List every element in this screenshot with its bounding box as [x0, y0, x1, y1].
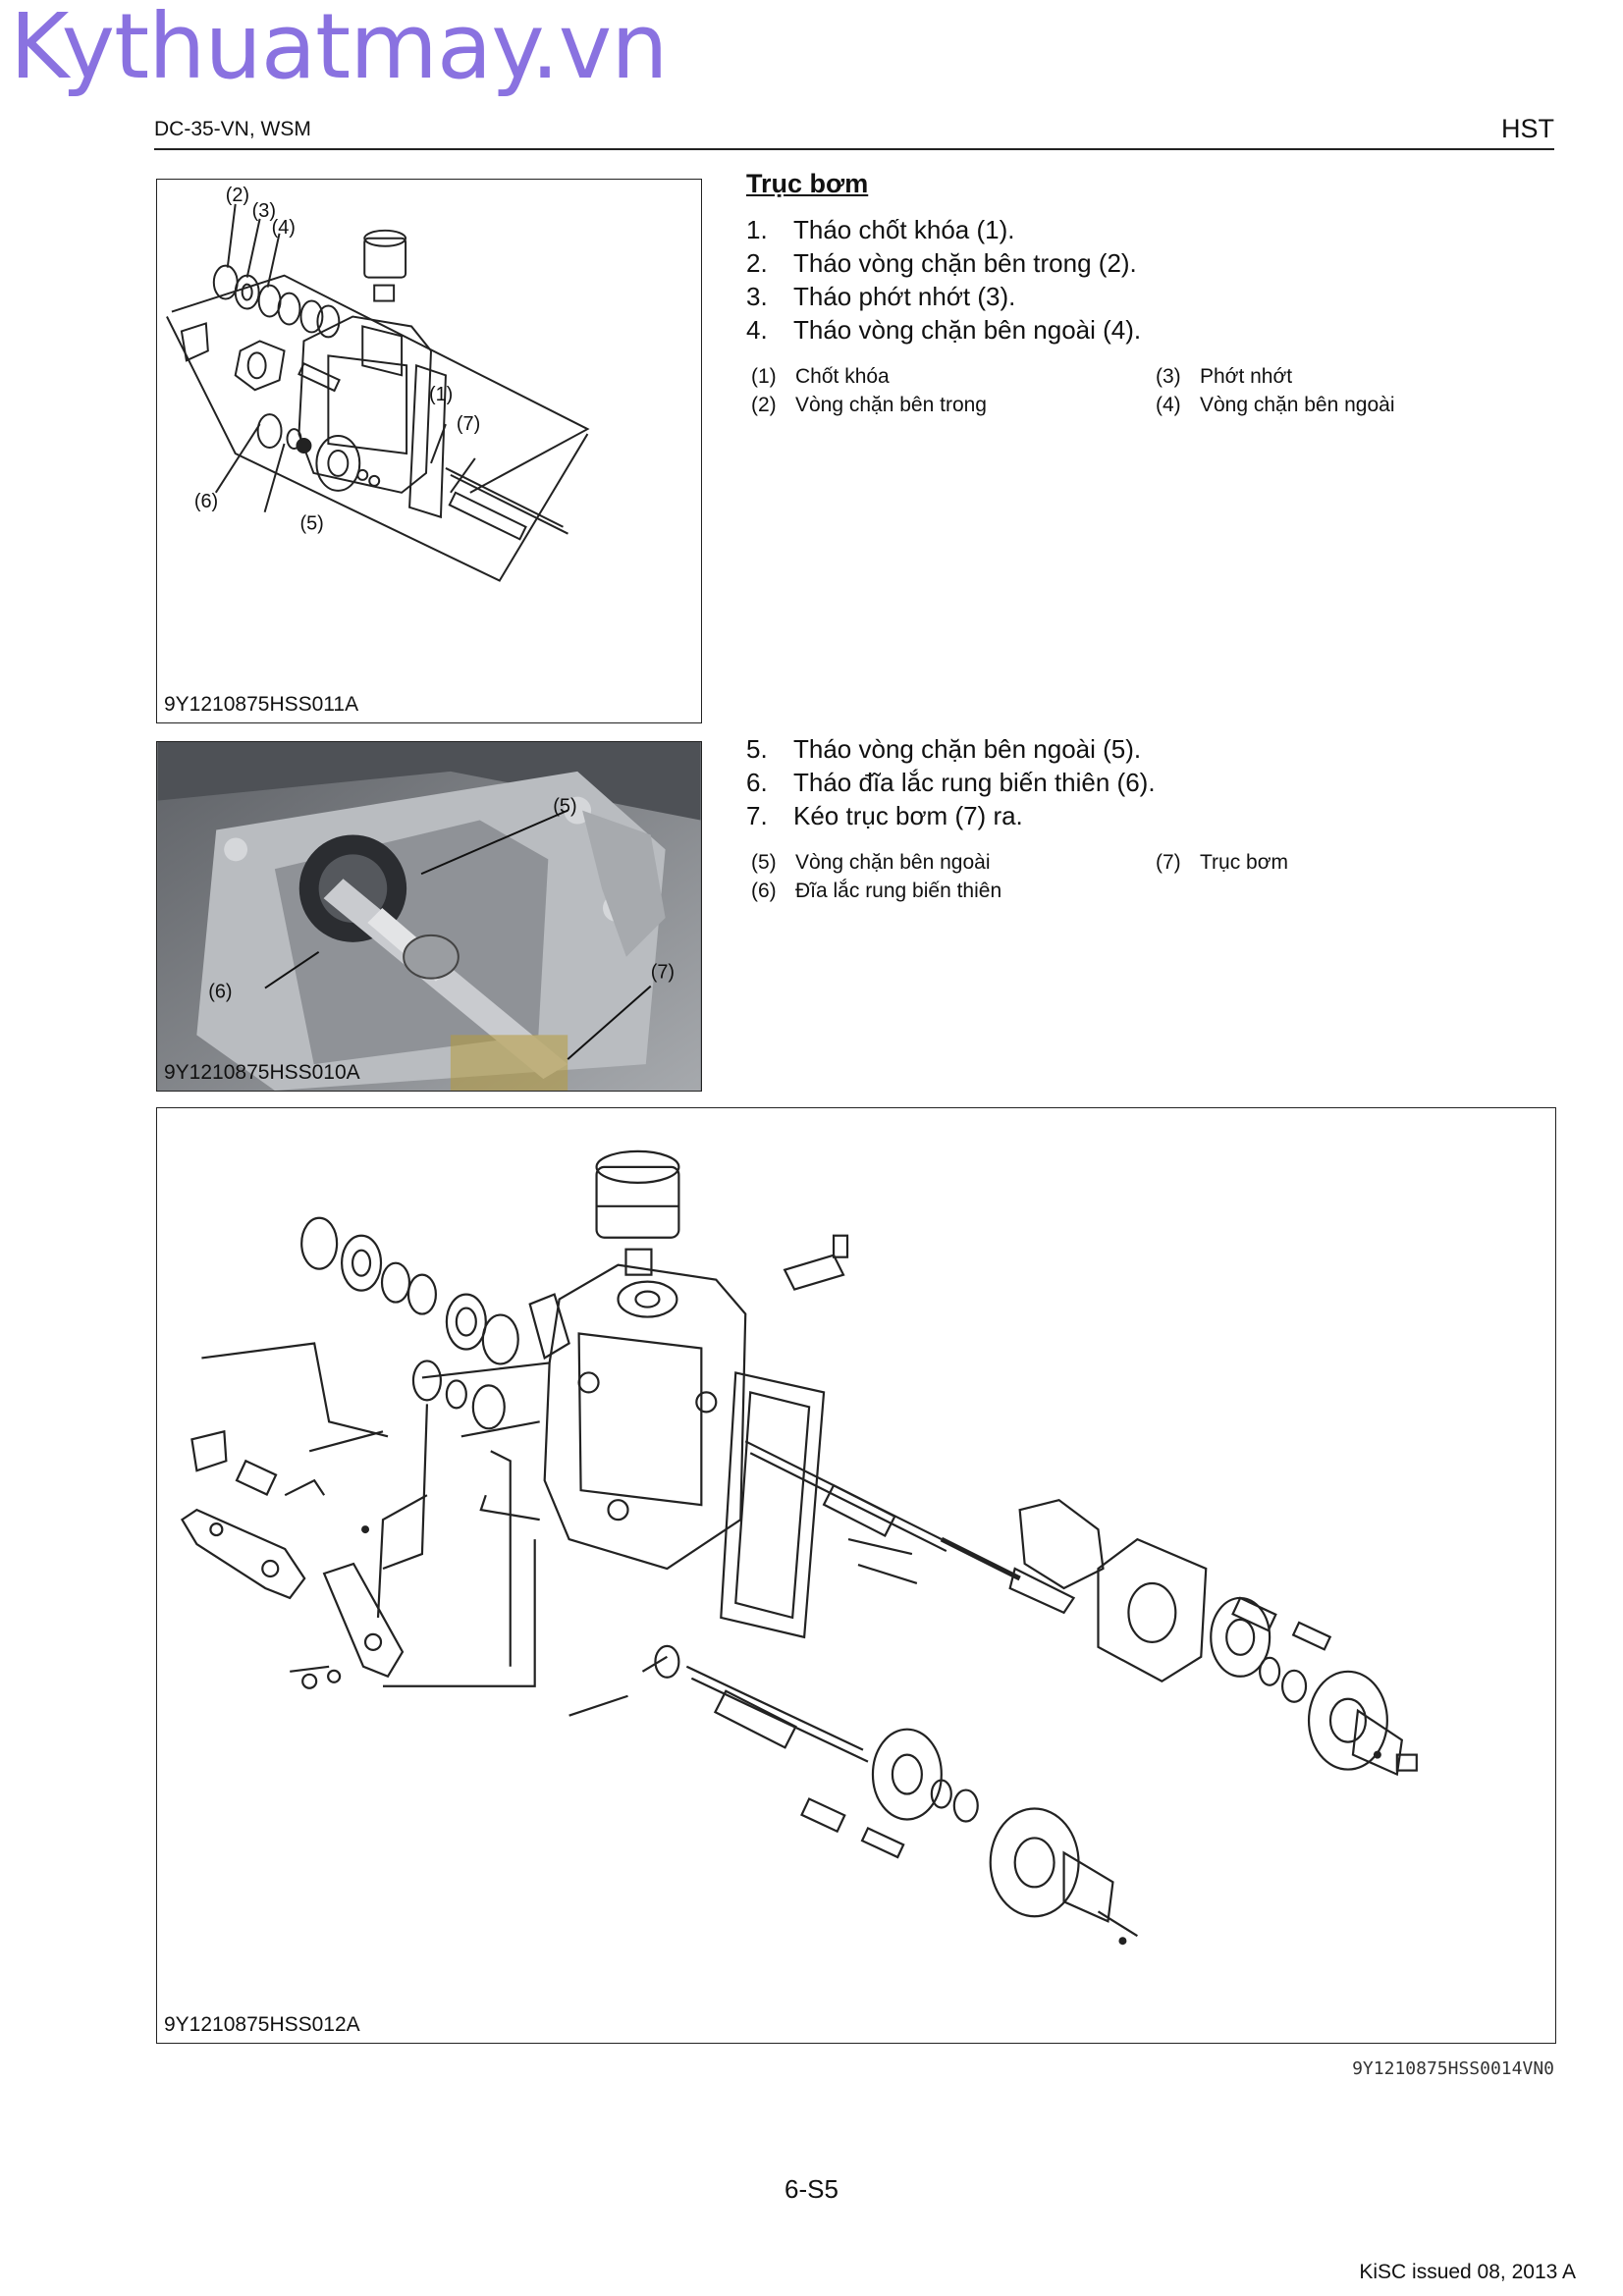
legend-a-left: (1) Chốt khóa (2) Vòng chặn bên trong [751, 362, 987, 419]
callout-7: (7) [651, 962, 675, 984]
figure-2-photo-render: (5) (6) (7) [157, 742, 701, 1091]
step-item: 7. Kéo trục bơm (7) ra. [746, 799, 1156, 832]
step-item: 4. Tháo vòng chặn bên ngoài (4). [746, 313, 1141, 347]
figure-3-exploded-view: 9Y1210875HSS012A [156, 1107, 1556, 2044]
step-item: 3. Tháo phớt nhớt (3). [746, 280, 1141, 313]
step-text: Tháo phớt nhớt (3). [793, 282, 1016, 311]
step-text: Tháo vòng chặn bên ngoài (5). [793, 734, 1142, 764]
callout-1: (1) [429, 384, 453, 405]
legend-item: (1) Chốt khóa [751, 362, 987, 391]
figure-3-drawing [180, 1149, 1418, 1946]
step-item: 2. Tháo vòng chặn bên trong (2). [746, 246, 1141, 280]
legend-item: (2) Vòng chặn bên trong [751, 391, 987, 419]
watermark-logo: Kythuatmay.vn [10, 0, 669, 99]
callout-5: (5) [299, 513, 323, 535]
step-number: 2. [746, 248, 768, 278]
legend-b-right: (7) Trục bơm [1156, 848, 1288, 877]
reference-code: 9Y1210875HSS0014VN0 [1352, 2058, 1554, 2079]
step-item: 5. Tháo vòng chặn bên ngoài (5). [746, 732, 1156, 766]
callout-7: (7) [457, 413, 480, 435]
callout-4: (4) [272, 217, 296, 239]
legend-key: (1) [751, 365, 777, 388]
section-title: Trục bơm [746, 169, 869, 198]
step-item: 6. Tháo đĩa lắc rung biến thiên (6). [746, 766, 1156, 799]
legend-item: (3) Phớt nhớt [1156, 362, 1395, 391]
legend-item: (4) Vòng chặn bên ngoài [1156, 391, 1395, 419]
legend-label: Trục bơm [1200, 851, 1288, 874]
callout-2: (2) [226, 185, 249, 206]
step-number: 7. [746, 801, 768, 830]
legend-key: (5) [751, 851, 777, 874]
figure-1-drawing: (2) (3) (4) (1) (7) (6) (5) [166, 185, 590, 582]
legend-b-left: (5) Vòng chặn bên ngoài (6) Đĩa lắc rung b… [751, 848, 1001, 905]
step-text: Tháo đĩa lắc rung biến thiên (6). [793, 768, 1156, 797]
legend-a-right: (3) Phớt nhớt (4) Vòng chặn bên ngoài [1156, 362, 1395, 419]
step-list-a: 1. Tháo chốt khóa (1). 2. Tháo vòng chặn b… [746, 213, 1141, 347]
legend-item: (7) Trục bơm [1156, 848, 1288, 877]
legend-label: Vòng chặn bên ngoài [795, 851, 991, 874]
header-rule [154, 148, 1554, 150]
legend-label: Đĩa lắc rung biến thiên [795, 880, 1002, 902]
step-item: 1. Tháo chốt khóa (1). [746, 213, 1141, 246]
figure-code: 9Y1210875HSS012A [164, 2013, 360, 2036]
step-text: Kéo trục bơm (7) ra. [793, 801, 1023, 830]
figure-2-photo: (5) (6) (7) 9Y1210875HSS010A [156, 741, 702, 1092]
legend-label: Chốt khóa [795, 365, 890, 388]
step-number: 4. [746, 315, 768, 345]
step-number: 6. [746, 768, 768, 797]
legend-item: (5) Vòng chặn bên ngoài [751, 848, 1001, 877]
legend-key: (7) [1156, 851, 1181, 874]
callout-6: (6) [194, 491, 218, 512]
legend-key: (3) [1156, 365, 1181, 388]
figure-code: 9Y1210875HSS011A [164, 693, 359, 716]
step-number: 5. [746, 734, 768, 764]
figure-1-exploded-view: (2) (3) (4) (1) (7) (6) (5) 9Y1210875HSS… [156, 179, 702, 723]
page-number: 6-S5 [784, 2174, 839, 2204]
step-number: 3. [746, 282, 768, 311]
issue-note: KiSC issued 08, 2013 A [1359, 2261, 1576, 2283]
step-text: Tháo chốt khóa (1). [793, 215, 1015, 244]
step-number: 1. [746, 215, 768, 244]
legend-label: Phớt nhớt [1200, 365, 1293, 388]
step-list-b: 5. Tháo vòng chặn bên ngoài (5). 6. Tháo đ… [746, 732, 1156, 832]
legend-item: (6) Đĩa lắc rung biến thiên [751, 877, 1001, 905]
callout-6: (6) [208, 982, 232, 1003]
legend-label: Vòng chặn bên trong [795, 394, 987, 416]
legend-key: (6) [751, 880, 777, 902]
step-text: Tháo vòng chặn bên ngoài (4). [793, 315, 1142, 345]
section-heading: HST [1501, 114, 1554, 143]
step-text: Tháo vòng chặn bên trong (2). [793, 248, 1137, 278]
document-id: DC-35-VN, WSM [154, 118, 311, 140]
legend-label: Vòng chặn bên ngoài [1200, 394, 1395, 416]
legend-key: (2) [751, 394, 777, 416]
callout-3: (3) [252, 200, 276, 222]
figure-code: 9Y1210875HSS010A [164, 1061, 360, 1084]
callout-5: (5) [553, 796, 576, 818]
legend-key: (4) [1156, 394, 1181, 416]
